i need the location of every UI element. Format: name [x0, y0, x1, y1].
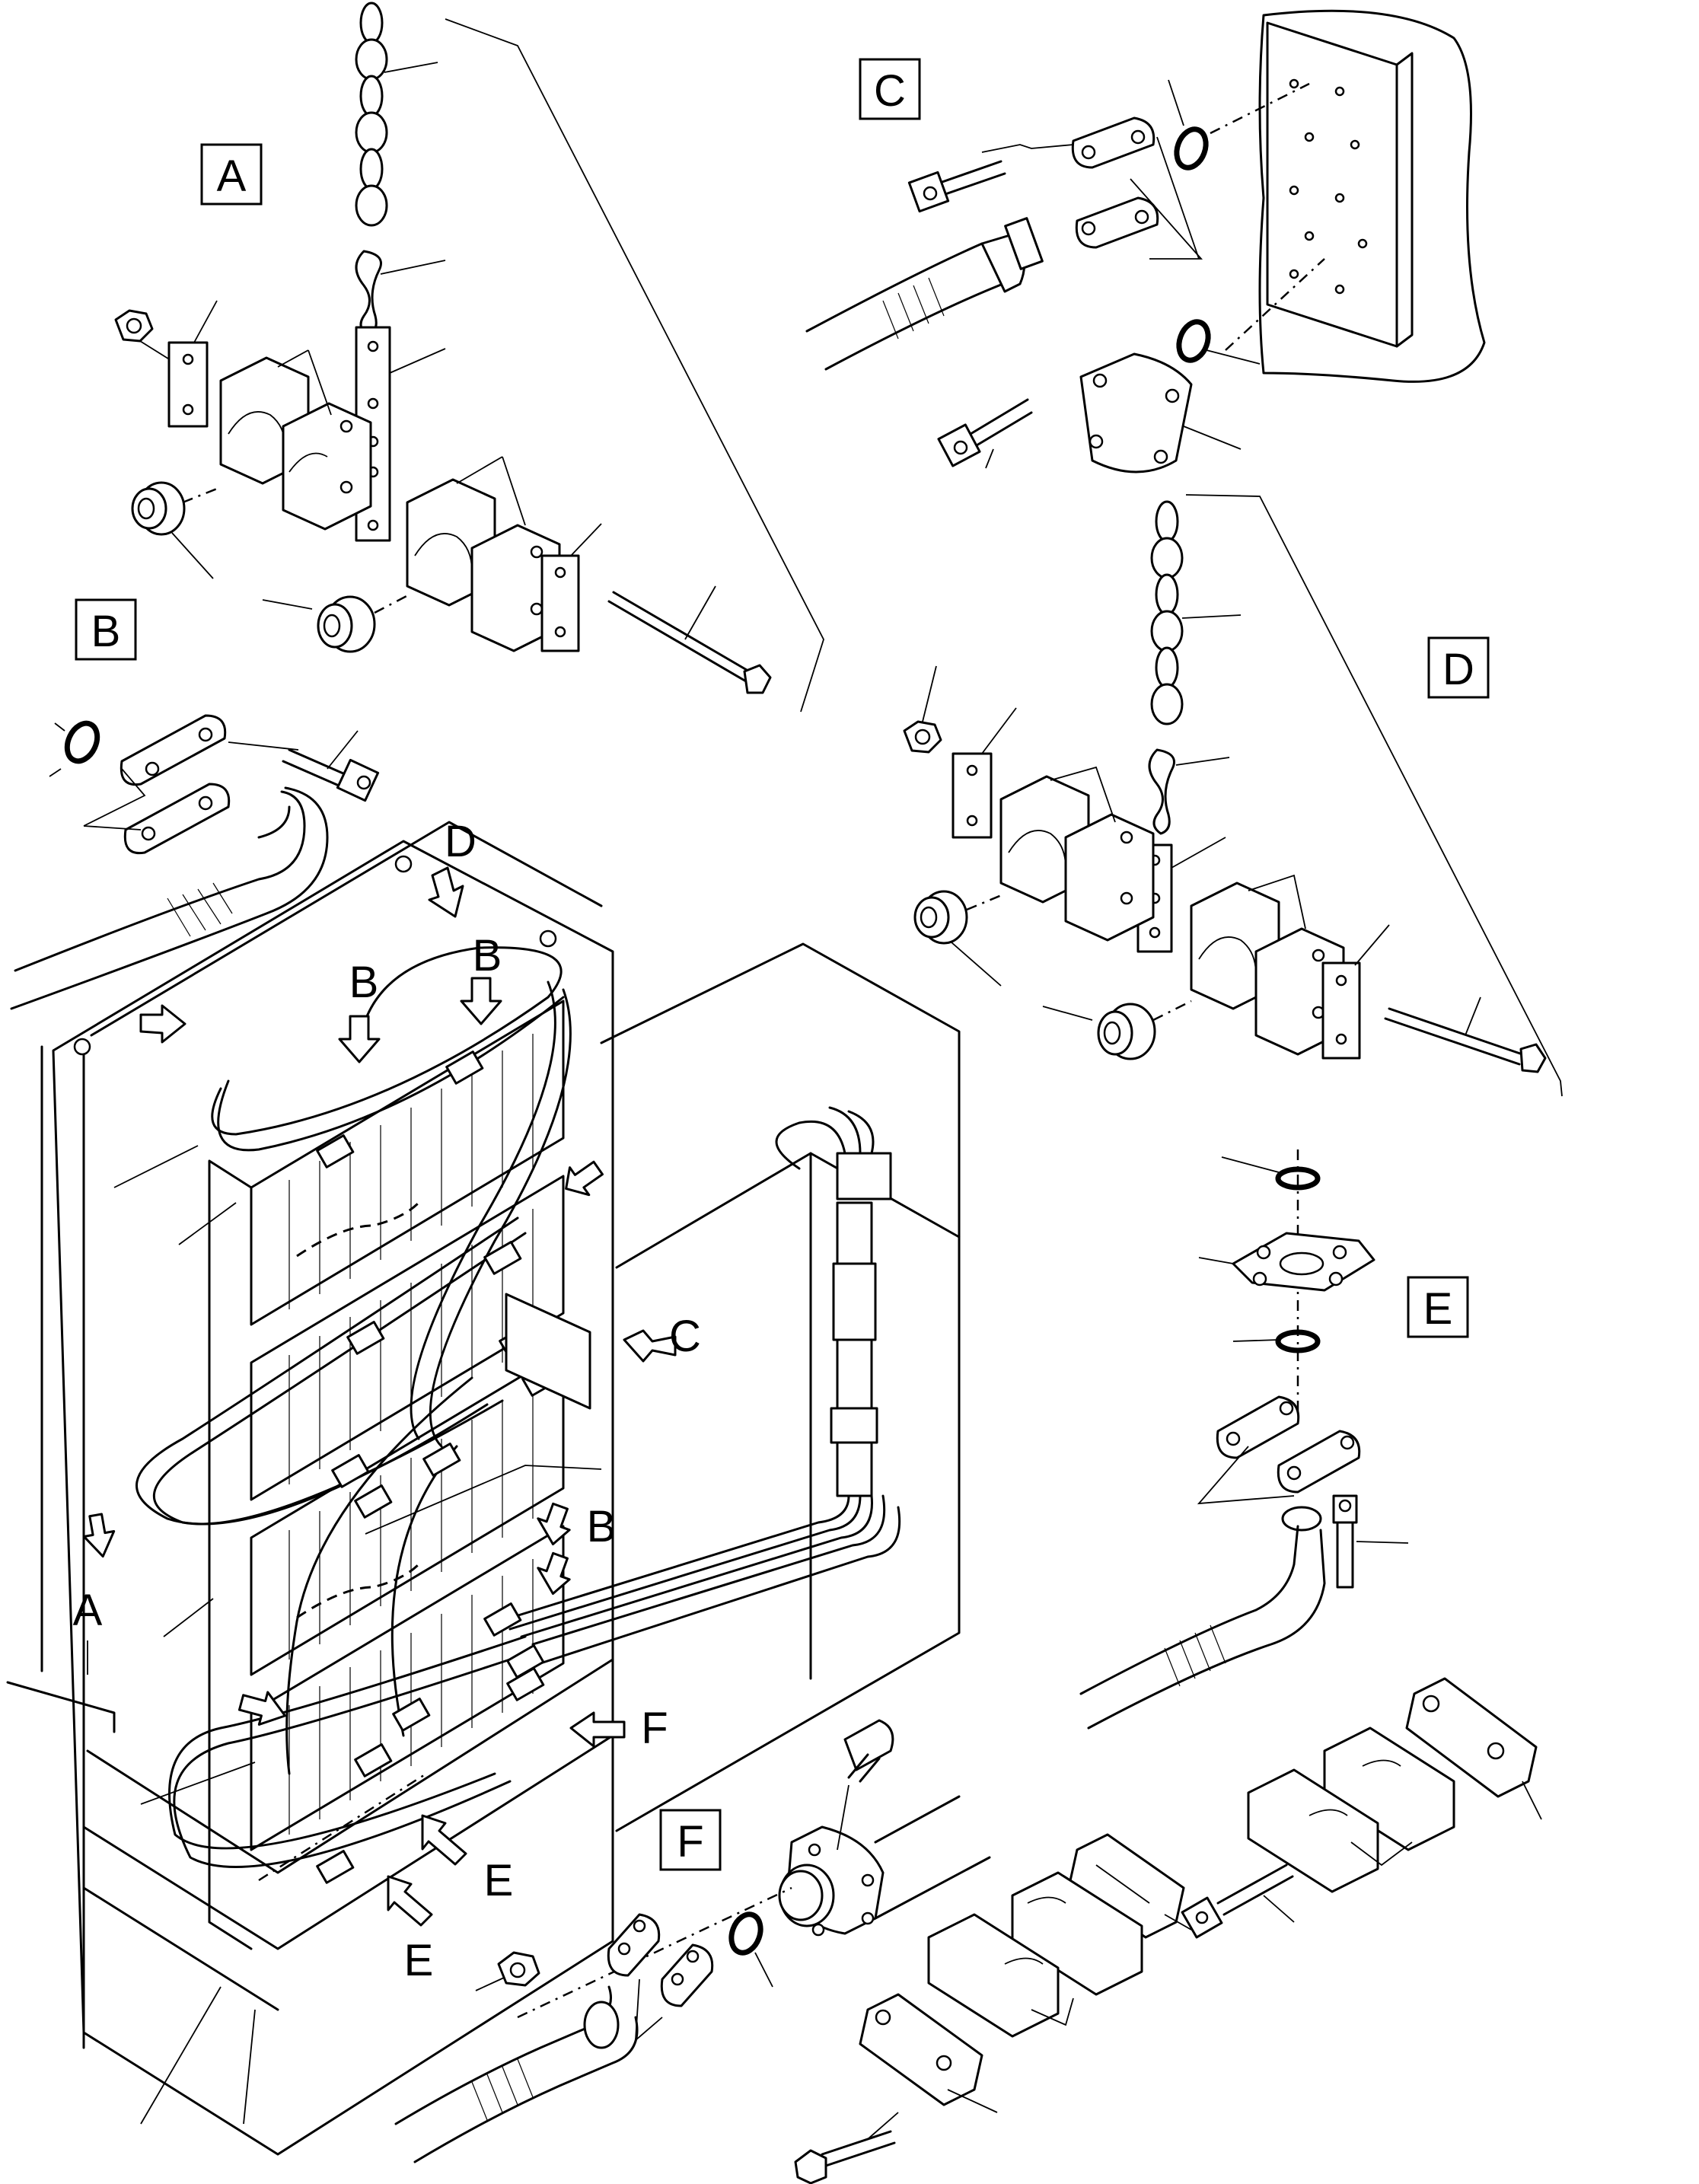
label-box-b: [75, 598, 137, 661]
s-hook: [355, 250, 382, 336]
label-box-c: [859, 58, 921, 120]
o-ring: [64, 720, 100, 764]
arrow-label-b-lower: B: [587, 1502, 617, 1551]
label-d: D: [1442, 645, 1474, 694]
arrow-label-a: A: [73, 1586, 103, 1635]
core-hatching: [288, 1034, 534, 1835]
label-a: A: [217, 151, 247, 201]
o-ring-e1: [1275, 1166, 1321, 1191]
manifold-plate: [1266, 21, 1398, 348]
bolt-d: [1384, 1007, 1547, 1073]
detail-e: E: [1079, 1149, 1469, 1730]
detail-d: D: [903, 494, 1563, 1097]
pipe-bundle: [497, 1494, 901, 1665]
valve-column: [775, 1106, 892, 1497]
cap-screw-e: [1332, 1494, 1358, 1589]
arrow-label-b-right: B: [473, 931, 502, 980]
plate-holes: [1289, 78, 1368, 295]
cap-screw-c2: [937, 398, 1033, 467]
chain: [355, 2, 388, 227]
detail-a: A: [114, 2, 824, 713]
label-box-d: [1427, 636, 1490, 699]
hose-c: [805, 242, 983, 333]
cap-screw-f2: [1181, 1864, 1294, 1939]
clamp-half-d-lower: [1064, 813, 1155, 942]
main-assembly: [6, 821, 961, 2156]
bolt: [607, 591, 772, 694]
label-c: C: [874, 66, 906, 116]
arrow-label-d: D: [445, 817, 477, 866]
s-hook-d: [1148, 748, 1175, 835]
o-ring-f: [728, 1911, 763, 1956]
hose-b: [14, 790, 306, 972]
bushing: [131, 481, 186, 536]
label-b: B: [91, 607, 121, 656]
detail-b: B: [10, 598, 380, 1010]
cap-screw-f: [843, 1719, 894, 1783]
arrow-label-e-lower: E: [404, 1936, 434, 1985]
clamp-block-f2: [1247, 1768, 1379, 1893]
split-flange-lower: [123, 783, 231, 855]
arrow-label-f: F: [641, 1704, 668, 1753]
label-box-e: [1407, 1276, 1469, 1338]
bushing-2: [317, 595, 376, 653]
blanking-flange: [1079, 352, 1193, 473]
label-box-a: [200, 143, 263, 206]
cap-screw: [282, 748, 380, 802]
arrow-label-c: C: [669, 1312, 701, 1361]
radiator-cores: [208, 1000, 565, 1950]
clamp-half-lower: [282, 402, 372, 531]
o-ring-e2: [1275, 1329, 1321, 1353]
cap-screw-c: [907, 160, 1006, 213]
hose-e: [1079, 1525, 1299, 1695]
detail-c: C: [805, 9, 1486, 473]
plate-f-right: [1405, 1677, 1538, 1798]
clamp-block-f4: [927, 1913, 1060, 2038]
split-flange-f-lower: [660, 1943, 714, 2007]
manifold-plate-outline: [1258, 9, 1486, 383]
o-ring-c2: [1176, 319, 1211, 363]
bushing-d2: [1097, 1003, 1156, 1060]
label-box-f: [659, 1809, 722, 1871]
view-arrows: D B B C A B F E E: [73, 817, 701, 1985]
chain-d: [1150, 500, 1184, 725]
split-flange-f-upper: [607, 1913, 661, 1977]
hose-f: [394, 1985, 612, 2125]
bushing-d: [913, 890, 968, 945]
split-flange-upper: [120, 714, 227, 786]
arrow-label-b-left: B: [349, 958, 379, 1007]
detail-f: F: [394, 1677, 1542, 2184]
o-ring-c1: [1174, 126, 1209, 171]
label-f: F: [677, 1817, 703, 1867]
label-e: E: [1423, 1284, 1453, 1334]
rear-cabinet: [600, 942, 961, 1832]
bolt-f: [794, 2130, 896, 2184]
split-flange-c-lower: [1075, 196, 1159, 249]
arrow-label-e-upper: E: [484, 1856, 514, 1905]
plate-f-lower: [859, 1993, 983, 2106]
